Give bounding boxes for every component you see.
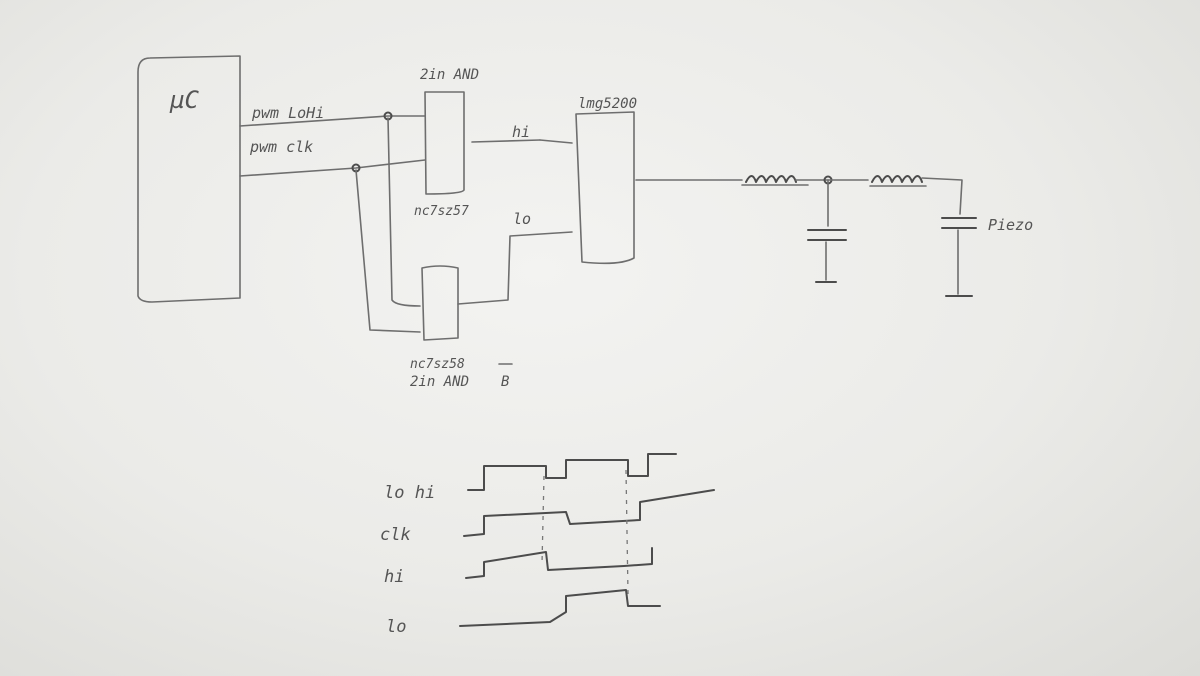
lo-signal-label: lo (513, 210, 531, 228)
timing-label-lohi: lo hi (384, 483, 435, 503)
waveform-clk (463, 489, 715, 537)
and-gate-nc7sz57: 2in AND nc7sz57 hi (414, 67, 573, 219)
waveform-lo (459, 589, 661, 627)
timing-label-clk: clk (380, 525, 411, 545)
microcontroller-block: µC (137, 55, 241, 303)
and2-bar-label: B (501, 374, 509, 390)
timing-label-lo: lo (386, 617, 406, 637)
waveform-hi (465, 547, 653, 579)
pwm-wires: pwm LoHi pwm clk (239, 104, 426, 333)
and1-part: nc7sz57 (414, 204, 469, 219)
and2-part: nc7sz58 (410, 357, 465, 372)
driver-lmg5200: lmg5200 (575, 96, 743, 265)
hi-signal-label: hi (512, 123, 530, 141)
and-gate-nc7sz58: lo nc7sz58 2in AND B (410, 210, 573, 390)
lc-filter: Piezo (741, 175, 1033, 297)
driver-part: lmg5200 (578, 96, 637, 112)
piezo-label: Piezo (988, 216, 1033, 234)
and2-title: 2in AND (410, 374, 469, 390)
timing-diagram: lo hi clk hi lo (380, 453, 715, 637)
timing-label-hi: hi (384, 567, 404, 587)
pwm-lohi-label: pwm LoHi (251, 104, 324, 122)
pwm-clk-label: pwm clk (249, 138, 313, 156)
waveform-lohi (467, 453, 677, 491)
and1-title: 2in AND (420, 67, 479, 83)
uc-label: µC (169, 86, 199, 114)
